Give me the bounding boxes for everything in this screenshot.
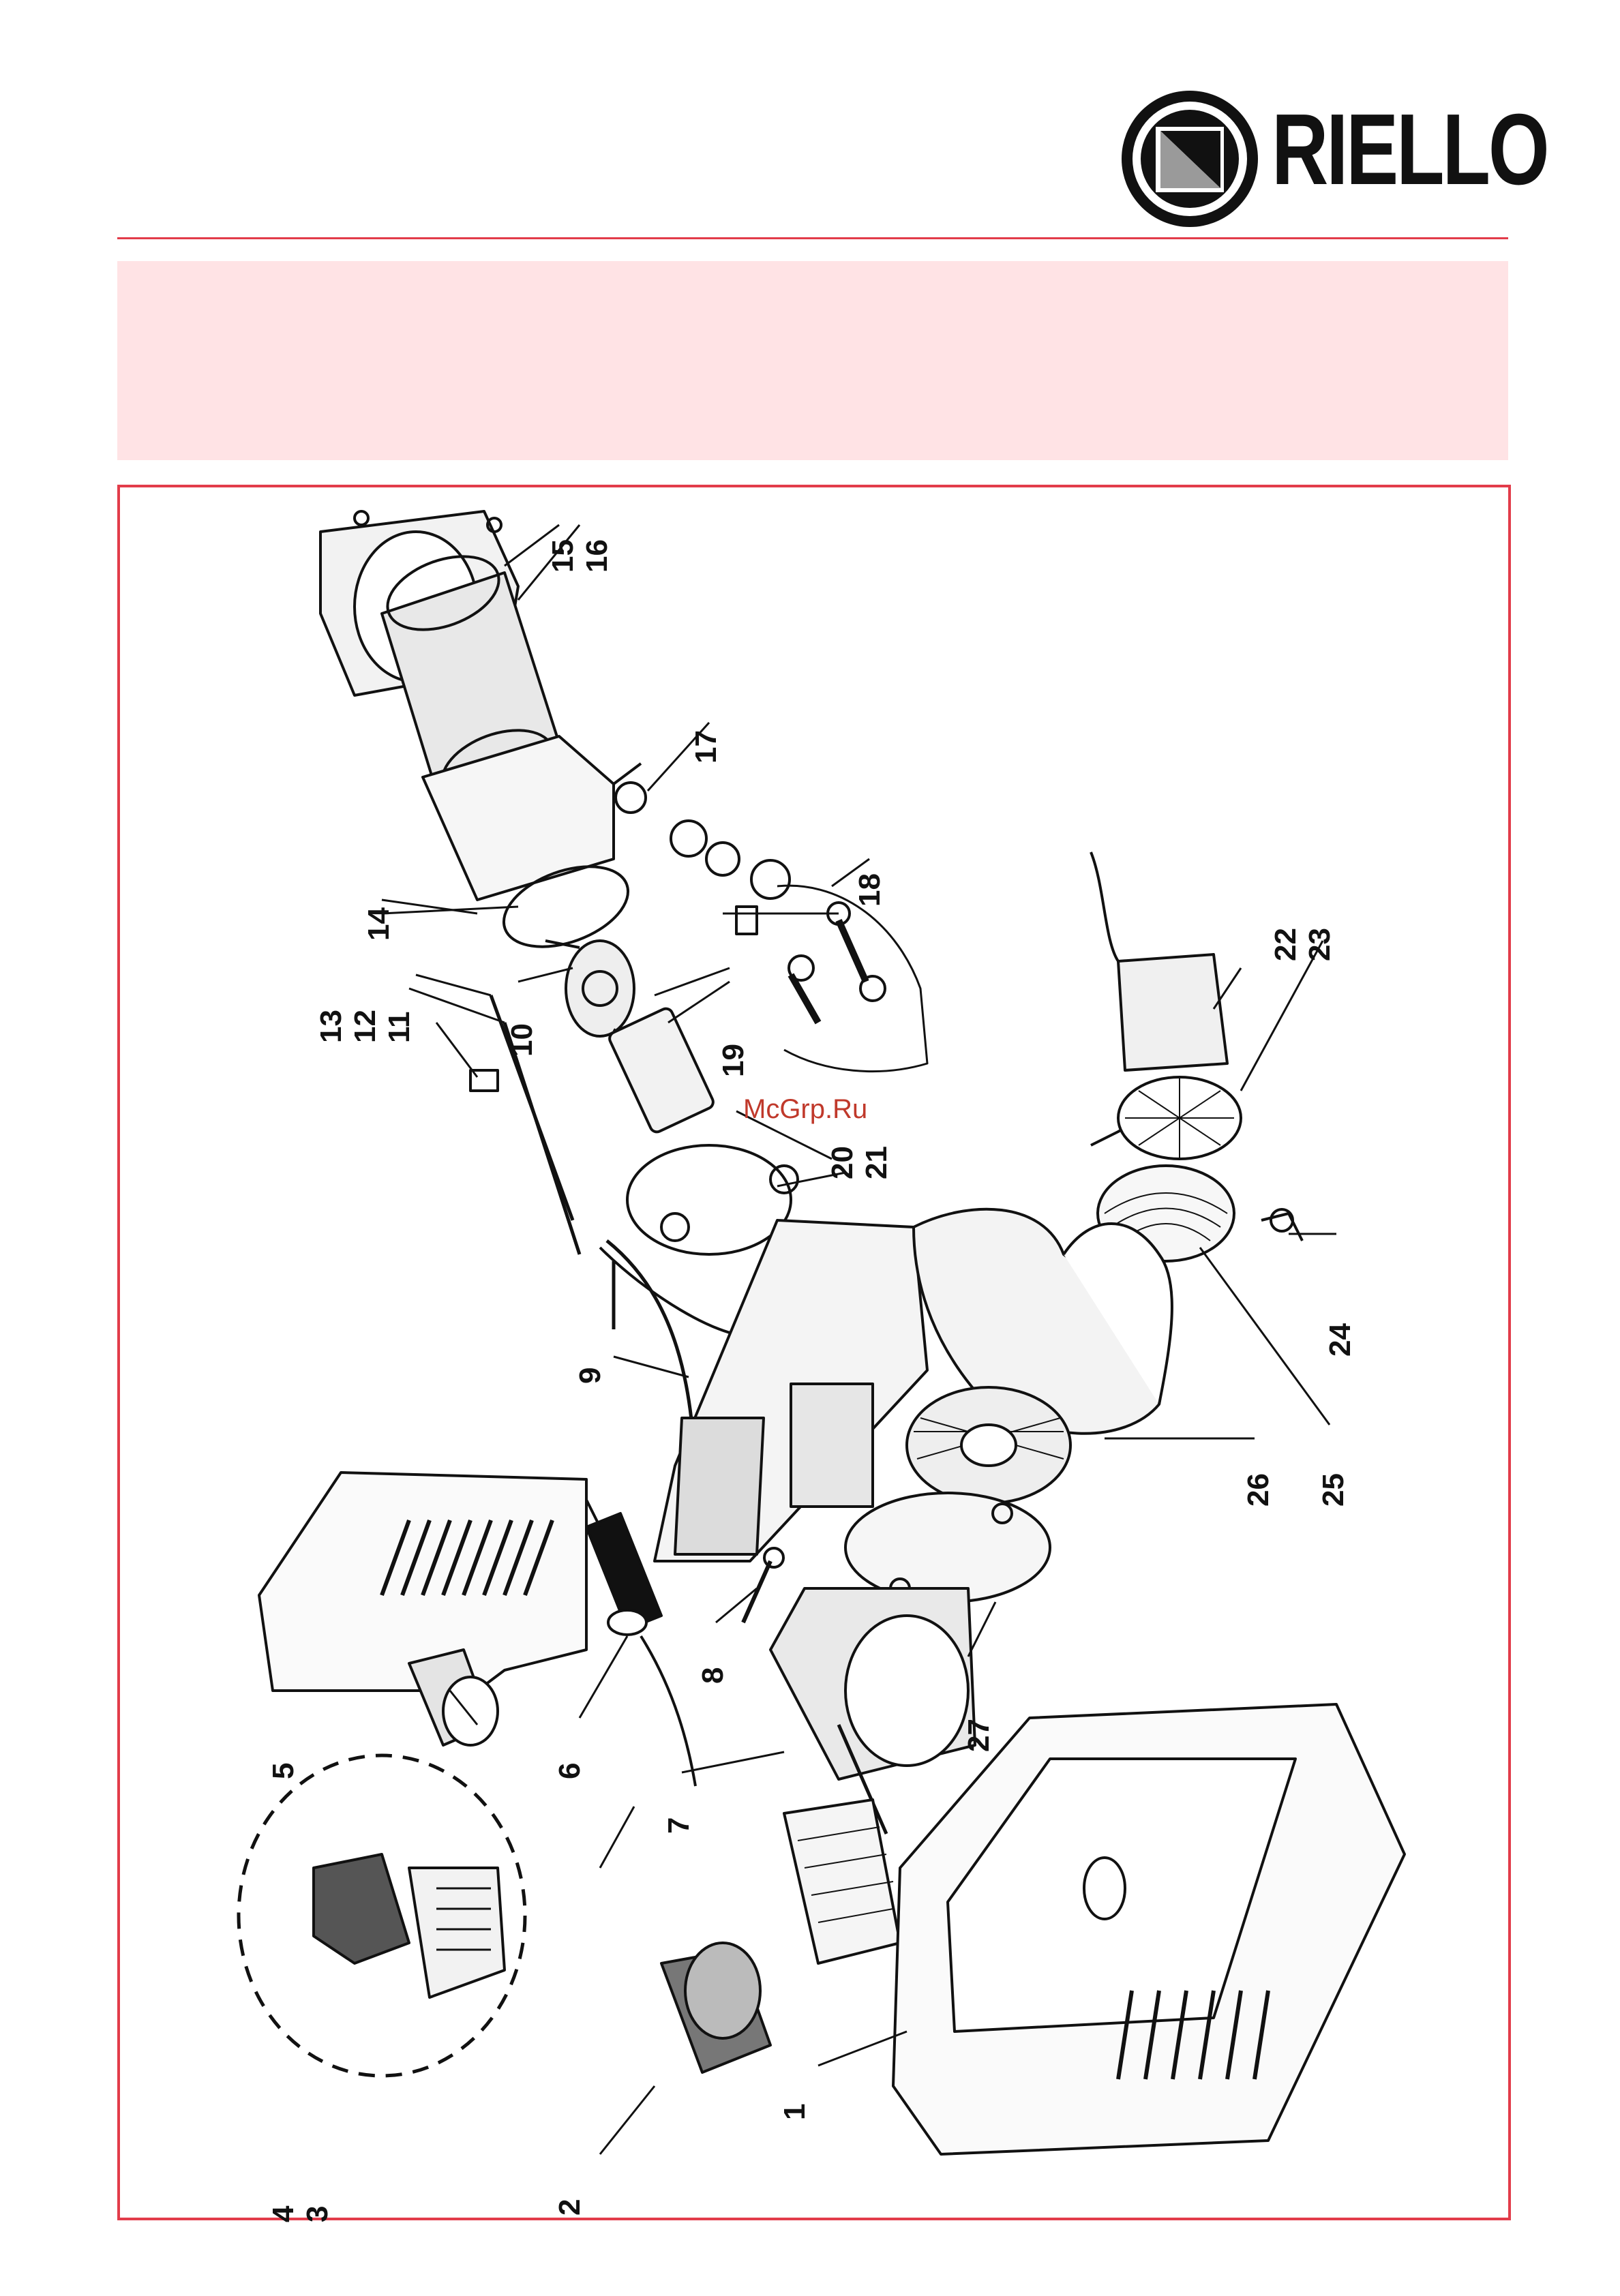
callout-17: 17	[689, 730, 723, 764]
callout-6: 6	[553, 1763, 586, 1779]
adjustment-screw-part	[1261, 1209, 1302, 1241]
motor-flange-part	[845, 1493, 1050, 1602]
callout-25: 25	[1317, 1473, 1350, 1507]
fan-impeller-part	[907, 1387, 1070, 1503]
callout-9: 9	[573, 1368, 607, 1384]
callout-11: 11	[382, 1011, 416, 1043]
burner-cover-part	[893, 1704, 1405, 2154]
callout-10: 10	[505, 1023, 539, 1057]
callout-5: 5	[267, 1763, 300, 1779]
motor-part	[770, 1588, 975, 1834]
callout-14: 14	[362, 907, 395, 941]
callout-26: 26	[1242, 1473, 1275, 1507]
callout-2: 2	[553, 2199, 586, 2216]
callout-20: 20	[826, 1146, 859, 1179]
callout-13: 13	[314, 1010, 348, 1043]
collar-housing-part	[423, 736, 639, 962]
callout-4: 4	[267, 2205, 300, 2222]
callout-1: 1	[778, 2104, 811, 2120]
callout-18: 18	[853, 873, 886, 907]
electrode-support-part	[608, 1006, 798, 1254]
callout-12: 12	[348, 1010, 382, 1043]
control-panel-plate-part	[259, 1472, 586, 1691]
callout-3: 3	[301, 2206, 334, 2222]
control-box-detail-circle	[239, 1755, 525, 2076]
control-box-part	[661, 1943, 770, 2072]
electrode-detail-circle	[723, 886, 927, 1071]
nozzle-fittings-part	[614, 764, 790, 898]
callout-22: 22	[1269, 928, 1302, 961]
callout-21: 21	[860, 1146, 893, 1179]
callout-15: 15	[546, 539, 580, 573]
callout-24: 24	[1323, 1323, 1357, 1357]
callout-27: 27	[962, 1719, 995, 1752]
callout-19: 19	[717, 1044, 750, 1077]
callout-8: 8	[696, 1667, 730, 1684]
watermark-text: McGrp.Ru	[743, 1094, 867, 1124]
callout-23: 23	[1303, 928, 1336, 961]
callout-7: 7	[662, 1817, 695, 1834]
callout-16: 16	[580, 539, 614, 573]
air-intake-cover-part	[1091, 852, 1241, 1159]
